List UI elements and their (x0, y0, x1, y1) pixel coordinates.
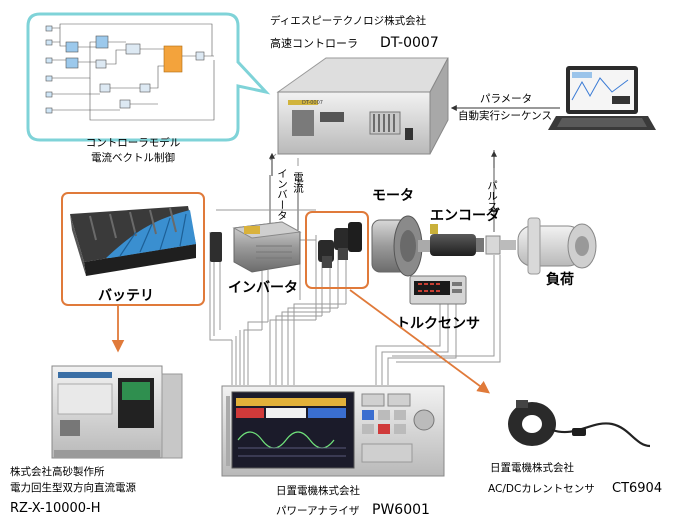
current-sensor-company: 日置電機株式会社 (490, 461, 574, 474)
motor-image (371, 215, 430, 277)
controller-name: 高速コントローラ (270, 36, 358, 50)
controller-model-callout (26, 12, 271, 142)
torque-sensor-label: トルクセンサ (396, 316, 480, 332)
current-sensor-ct6904-image (508, 400, 651, 448)
battery-label: バッテリ (98, 288, 154, 304)
inverter-current-label-2: 電流 (292, 172, 304, 194)
power-supply-model: RZ-X-10000-H (10, 501, 101, 516)
sensor-to-current-sensor-arrow (349, 289, 491, 394)
motor-label: モータ (372, 188, 414, 204)
power-analyzer-model: PW6001 (372, 502, 430, 518)
power-supply-image (51, 365, 183, 459)
controller-model: DT-0007 (380, 35, 439, 51)
sequence-label: 自動実行シーケンス (458, 109, 552, 122)
laptop (548, 66, 656, 130)
current-sensor-product: AC/DCカレントセンサ (488, 483, 595, 495)
current-sensors-image (318, 222, 362, 268)
power-supply-company: 株式会社高砂製作所 (10, 465, 105, 478)
current-sensor-highlight-box (305, 211, 369, 289)
battery-highlight-box (61, 192, 205, 306)
encoder-image (430, 224, 516, 256)
power-analyzer-product: パワーアナライザ (276, 505, 360, 517)
torque-sensor-display (409, 275, 467, 305)
power-analyzer-image (221, 385, 445, 477)
current-sensor-model: CT6904 (612, 481, 662, 496)
device-panel-label: DT-0007 (302, 100, 323, 106)
load-image (517, 217, 597, 275)
controller-device (276, 57, 449, 155)
inverter-current-label-1: インバータ (276, 168, 288, 221)
battery-image (70, 206, 196, 276)
pulse-label: パルス (486, 180, 498, 212)
controller-company: ディエスピーテクノロジ株式会社 (270, 14, 427, 27)
load-label: 負荷 (546, 271, 574, 288)
parameter-label: パラメータ (480, 93, 532, 105)
inverter-image (210, 221, 302, 273)
encoder-label: エンコーダ (430, 207, 500, 224)
inverter-label: インバータ (228, 280, 298, 296)
simulink-model-diagram (45, 23, 215, 121)
power-analyzer-company: 日置電機株式会社 (276, 484, 360, 497)
model-caption-line2: 電流ベクトル制御 (91, 151, 175, 164)
model-caption-line1: コントローラモデル (86, 136, 181, 149)
power-supply-product: 電力回生型双方向直流電源 (10, 481, 136, 494)
